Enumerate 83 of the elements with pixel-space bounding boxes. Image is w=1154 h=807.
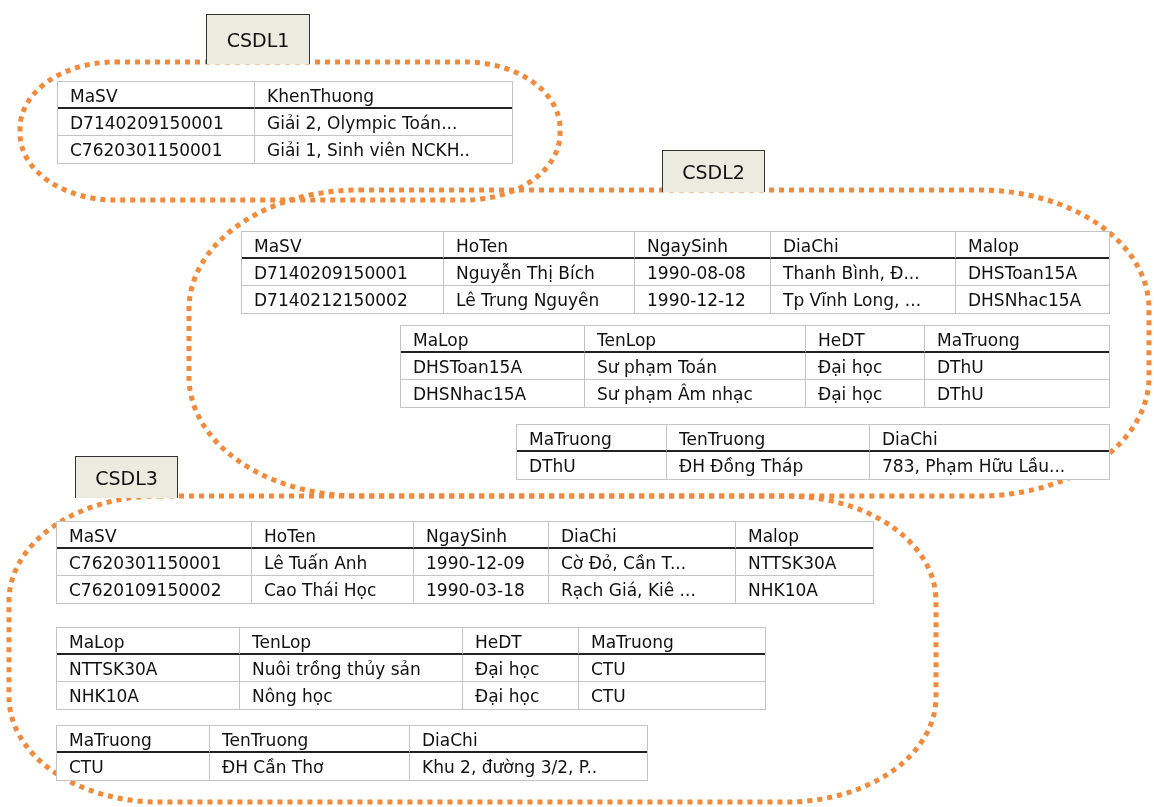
table-cell: Rạch Giá, Kiê ... (549, 576, 736, 603)
column-header: TenTruong (210, 726, 410, 753)
table-cell: ĐH Cần Thơ (210, 753, 410, 780)
table-cell-text: NHK10A (747, 579, 819, 602)
column-header: MaSV (57, 522, 252, 549)
table-cell: NTTSK30A (57, 655, 240, 682)
data-table (57, 81, 513, 164)
data-table (516, 424, 1110, 480)
table-cell: NTTSK30A (736, 549, 873, 576)
table-cell: Thanh Bình, Đ... (771, 259, 956, 286)
column-header: MaTruong (579, 628, 765, 655)
column-header: MaLop (57, 628, 240, 655)
column-header: MaTruong (57, 726, 210, 753)
heading-label: CSDL2 (662, 150, 765, 192)
data-table (241, 231, 1110, 314)
column-header: HoTen (252, 522, 414, 549)
table-cell: CTU (579, 655, 765, 682)
table-cell: Đại học (463, 655, 579, 682)
column-header: TenTruong (667, 425, 870, 452)
table-cell: DHSNhac15A (401, 380, 585, 407)
table-cell: Giải 2, Olympic Toán... (255, 109, 512, 136)
column-header: KhenThuong (255, 82, 512, 109)
column-header: TenLop (240, 628, 463, 655)
table-cell: Nông học (240, 682, 463, 709)
column-header: NgaySinh (414, 522, 549, 549)
column-header: TenLop (585, 326, 806, 353)
table-cell: DThU (517, 452, 667, 479)
table-cell: Đại học (806, 353, 925, 380)
data-table (56, 627, 766, 710)
table-cell: Lê Trung Nguyên (444, 286, 635, 313)
table-cell: C7620301150001 (57, 549, 252, 576)
column-header: DiaChi (549, 522, 736, 549)
column-header: Malop (736, 522, 873, 549)
table-cell: Cờ Đỏ, Cần T... (549, 549, 736, 576)
data-table (56, 725, 648, 781)
column-header: MaTruong (517, 425, 667, 452)
table-cell-text: CTU (590, 685, 627, 708)
column-header: HoTen (444, 232, 635, 259)
table-cell: C7620109150002 (57, 576, 252, 603)
table-cell: Nguyễn Thị Bích (444, 259, 635, 286)
table-cell: 1990-12-09 (414, 549, 549, 576)
table-cell: 1990-08-08 (635, 259, 771, 286)
table-cell: Lê Tuấn Anh (252, 549, 414, 576)
table-cell: 1990-03-18 (414, 576, 549, 603)
column-header: Malop (956, 232, 1109, 259)
column-header: HeDT (806, 326, 925, 353)
table-cell: Sư phạm Âm nhạc (585, 380, 806, 407)
column-header: DiaChi (410, 726, 647, 753)
table-cell: CTU (57, 753, 210, 780)
column-header: MaLop (401, 326, 585, 353)
table-cell: D7140209150001 (58, 109, 255, 136)
table-cell: Tp Vĩnh Long, ... (771, 286, 956, 313)
column-header: MaSV (242, 232, 444, 259)
table-cell: Sư phạm Toán (585, 353, 806, 380)
table-cell: C7620301150001 (58, 136, 255, 163)
heading-label: CSDL1 (206, 14, 310, 64)
table-cell: DHSToan15A (401, 353, 585, 380)
table-cell: DHSToan15A (956, 259, 1109, 286)
table-cell: ĐH Đồng Tháp (667, 452, 870, 479)
data-table (400, 325, 1110, 408)
column-header: DiaChi (771, 232, 956, 259)
table-cell: D7140209150001 (242, 259, 444, 286)
table-cell-text: 783, Phạm Hữu Lầu... (881, 455, 1067, 478)
table-cell-text: Khu 2, đường 3/2, P.. (421, 756, 599, 779)
table-cell: Đại học (806, 380, 925, 407)
table-cell: 1990-12-12 (635, 286, 771, 313)
column-header: HeDT (463, 628, 579, 655)
table-cell: D7140212150002 (242, 286, 444, 313)
heading-label: CSDL3 (75, 456, 178, 498)
table-cell: NHK10A (57, 682, 240, 709)
table-cell-text: Giải 1, Sinh viên NCKH.. (266, 139, 471, 162)
table-cell: Cao Thái Học (252, 576, 414, 603)
table-cell-text: DThU (936, 383, 985, 406)
dotted-outline (16, 14, 564, 204)
table-cell: Nuôi trồng thủy sản (240, 655, 463, 682)
table-cell: DThU (925, 353, 1109, 380)
column-header: MaSV (58, 82, 255, 109)
table-cell: Đại học (463, 682, 579, 709)
column-header: MaTruong (925, 326, 1109, 353)
column-header: NgaySinh (635, 232, 771, 259)
table-cell-text: DHSNhac15A (967, 289, 1083, 312)
data-table (56, 521, 874, 604)
column-header: DiaChi (870, 425, 1109, 452)
